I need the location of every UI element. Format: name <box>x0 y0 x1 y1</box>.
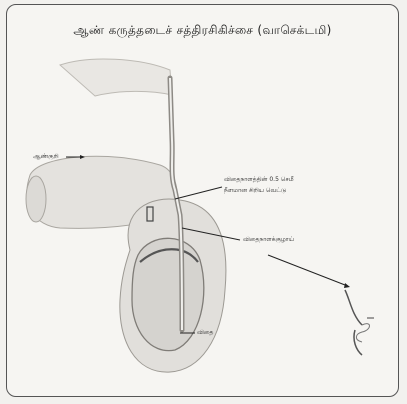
cut-label-line1: விதைநாளத்தின் 0.5 செமீ <box>224 176 294 184</box>
testis-label: விதை <box>197 329 213 337</box>
cut-pointer <box>175 187 222 199</box>
penis-tip <box>26 176 46 222</box>
body-outline <box>60 59 172 96</box>
duct-pointer <box>268 255 345 285</box>
cut-label-line2: நீளமான சிறிய வெட்டு <box>224 187 286 195</box>
penis-label: ஆண்குறி <box>33 153 59 161</box>
duct-detail-upper <box>345 290 362 325</box>
duct-label: விதைநாளக்குழாய் <box>243 236 294 244</box>
duct-detail-loop <box>356 324 369 342</box>
testis-shape <box>132 238 204 350</box>
